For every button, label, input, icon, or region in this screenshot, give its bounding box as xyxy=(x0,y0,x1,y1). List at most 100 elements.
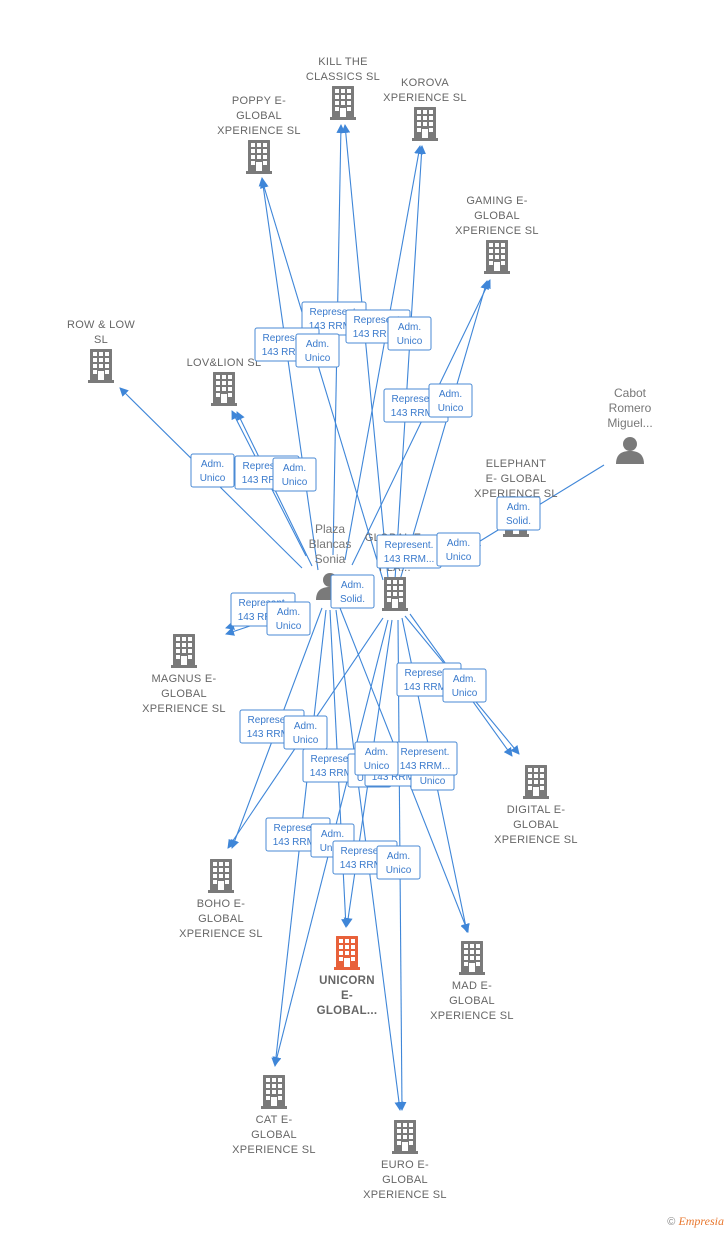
node-label-line: Blancas xyxy=(309,537,352,551)
building-icon xyxy=(88,349,114,383)
company-node-digital[interactable]: DIGITAL E- GLOBAL XPERIENCE SL xyxy=(494,765,578,846)
tag-text-line: Adm. xyxy=(439,389,462,400)
node-label-line: E- xyxy=(341,990,353,1002)
node-label-line: DIGITAL E- xyxy=(507,804,566,816)
node-label-line: MAD E- xyxy=(452,980,492,992)
tag-box xyxy=(330,574,375,609)
relation-edge xyxy=(341,124,389,579)
building-icon xyxy=(382,577,408,611)
tag-text-line: Represent. xyxy=(341,846,390,857)
tag-text-line: Represent. xyxy=(311,754,360,765)
company-node-lovlion[interactable]: LOV&LION SL xyxy=(187,357,262,406)
relation-tag-t12[interactable]: Represent.143 RRM... xyxy=(376,534,442,569)
building-icon xyxy=(484,240,510,274)
building-icon xyxy=(523,765,549,799)
edges-layer xyxy=(119,124,605,1111)
node-label-line: GLOBAL xyxy=(449,995,495,1007)
building-icon xyxy=(208,859,234,893)
node-label-line: POPPY E- xyxy=(232,95,286,107)
relation-tag-t20[interactable]: Adm.Unico xyxy=(283,715,328,750)
node-label-line: XPERIENCE SL xyxy=(232,1144,316,1156)
tag-text-line: Adm. xyxy=(507,502,530,513)
relation-tag-t16[interactable]: Adm.Unico xyxy=(266,601,311,636)
node-label-line: Cabot xyxy=(614,386,647,400)
tag-text-line: 143 RRM... xyxy=(273,837,324,848)
node-label-line: GAMING E- xyxy=(466,195,527,207)
tag-text-line: Adm. xyxy=(453,674,476,685)
tag-text-line: Unico xyxy=(438,403,464,414)
company-node-kill[interactable]: KILL THE CLASSICS SL xyxy=(306,56,380,120)
relation-tag-t7[interactable]: Adm. Unico xyxy=(428,383,473,418)
tag-text-line: 143 RRM... xyxy=(400,761,451,772)
tag-text-line: Unico xyxy=(446,552,472,563)
relation-tag-t30[interactable]: Adm. Unico xyxy=(354,741,399,776)
company-node-unicorn[interactable]: UNICORNE-GLOBAL... xyxy=(317,936,378,1017)
tag-text-line: 143 RRM... xyxy=(262,347,313,358)
tag-text-line: Unico xyxy=(305,353,331,364)
node-label-line: GLOBAL xyxy=(513,819,559,831)
relation-edge xyxy=(394,145,426,581)
relation-tag-t13[interactable]: Adm.Unico xyxy=(436,532,481,567)
relation-tag-t10[interactable]: Adm.Unico xyxy=(272,457,317,492)
node-label-line: XPERIENCE SL xyxy=(142,703,226,715)
node-label-line: GLOBAL xyxy=(236,110,282,122)
node-label-line: MAGNUS E- xyxy=(151,673,216,685)
tag-text-line: Represent. xyxy=(239,598,288,609)
tag-box xyxy=(295,333,340,368)
relation-tag-t4[interactable]: Adm.Unico xyxy=(295,333,340,368)
person-icon xyxy=(616,437,644,464)
tag-text-line: Represent. xyxy=(248,715,297,726)
relation-tag-t5[interactable]: Adm.Unico xyxy=(387,316,432,351)
tag-text-line: 143 RRM... xyxy=(391,408,442,419)
tag-text-line: 143 RRM... xyxy=(310,768,361,779)
relation-tag-t29[interactable]: Represent.143 RRM... xyxy=(392,741,458,776)
tag-text-line: Unico xyxy=(200,473,226,484)
tag-text-line: 143 RRM... xyxy=(353,329,404,340)
relation-tag-t14[interactable]: Adm.Solid. xyxy=(330,574,375,609)
tag-text-line: Unico xyxy=(364,761,390,772)
tag-text-line: Adm. xyxy=(365,747,388,758)
building-icon xyxy=(261,1075,287,1109)
empresia-logo[interactable]: Empresia xyxy=(678,1214,724,1228)
tag-text-line: Represent. xyxy=(385,540,434,551)
person-node-cabot[interactable]: CabotRomeroMiguel... xyxy=(607,386,653,464)
tag-text-line: Represent. xyxy=(392,394,441,405)
node-label-line: KILL THE xyxy=(318,56,367,68)
node-label-line: Miguel... xyxy=(607,416,652,430)
node-label-line: XPERIENCE SL xyxy=(217,125,301,137)
relation-tag-t11[interactable]: Adm. Solid. xyxy=(496,496,541,531)
node-label-line: SL xyxy=(94,334,108,346)
relation-edge xyxy=(344,145,424,561)
tag-box xyxy=(436,532,481,567)
tag-box xyxy=(272,457,317,492)
building-icon xyxy=(211,372,237,406)
node-label-line: XPERIENCE SL xyxy=(455,225,539,237)
relation-tag-t8[interactable]: Adm.Unico xyxy=(190,453,235,488)
building-icon xyxy=(412,107,438,141)
node-label-line: XPERIENCE SL xyxy=(494,834,578,846)
tag-text-line: Represent. xyxy=(405,668,454,679)
node-label-line: CAT E- xyxy=(256,1114,293,1126)
tag-box xyxy=(496,496,541,531)
company-node-poppy[interactable]: POPPY E- GLOBAL XPERIENCE SL xyxy=(217,95,301,174)
tag-box xyxy=(387,316,432,351)
copyright-symbol: © xyxy=(667,1216,676,1228)
tag-text-line: Unico xyxy=(386,865,412,876)
tag-text-line: Represent. xyxy=(310,307,359,318)
relation-tag-t28[interactable]: Adm.Unico xyxy=(376,845,421,880)
node-label-line: GLOBAL xyxy=(198,913,244,925)
tag-box xyxy=(376,845,421,880)
tag-text-line: Solid. xyxy=(506,516,531,527)
relation-tag-t18[interactable]: Adm.Unico xyxy=(442,668,487,703)
node-label-line: CLASSICS SL xyxy=(306,71,380,83)
